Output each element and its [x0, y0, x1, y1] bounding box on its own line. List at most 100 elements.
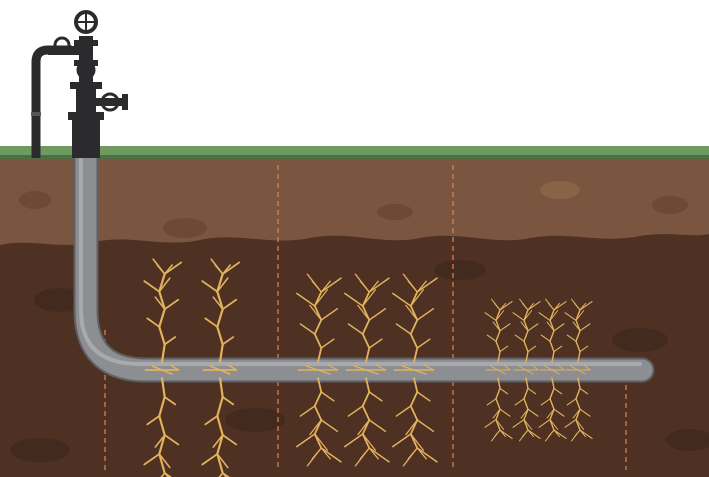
fracture-crack	[523, 340, 529, 353]
fracture-crack	[512, 419, 525, 428]
fracture-crack	[518, 365, 527, 371]
fracture-crack	[514, 334, 525, 342]
fracture-crack	[313, 391, 323, 407]
fracture-crack	[549, 330, 555, 342]
fracture-crack	[527, 429, 534, 438]
valve-wheel-icon	[53, 36, 71, 54]
fracture-crack	[551, 377, 555, 390]
fracture-crack	[527, 300, 541, 311]
fracture-crack	[320, 277, 342, 293]
fracture-crack	[493, 302, 501, 311]
fracture-crack	[368, 419, 387, 433]
fracture-crack	[416, 277, 438, 293]
fracture-crack	[575, 310, 585, 321]
fracture-crack	[549, 387, 555, 400]
fracture-crack	[361, 319, 371, 335]
fracture-crack	[416, 391, 431, 402]
fracture-crack	[521, 429, 529, 438]
fracture-crack	[216, 395, 224, 418]
fracture-crack	[317, 347, 323, 363]
fracture-crack	[525, 350, 529, 363]
fracture-crack	[365, 377, 371, 393]
fracture-crack	[221, 434, 238, 446]
fracture-crack	[553, 429, 560, 438]
fracture-crack	[579, 429, 586, 438]
fracture-crack	[493, 429, 501, 438]
fracture-crack	[579, 300, 593, 311]
fracture-crack	[368, 338, 383, 349]
fracture-crack	[486, 334, 497, 342]
wellhead-flange-mid	[70, 82, 102, 89]
fracture-crack	[575, 398, 581, 410]
fracture-crack	[392, 292, 412, 307]
fracture-crack	[495, 387, 501, 400]
fracture-crack	[299, 323, 316, 335]
fracture-crack	[227, 364, 238, 371]
fracture-crack	[409, 405, 419, 421]
pipe-highlight	[79, 158, 642, 366]
fracture-crack	[407, 280, 418, 293]
fracture-crack	[158, 290, 166, 311]
fracture-crack	[575, 340, 581, 353]
fracture-crack	[405, 419, 418, 436]
fracture-crack	[368, 391, 383, 402]
fracture-crack	[160, 376, 166, 399]
fracture-crack	[549, 418, 555, 431]
fracture-crack	[577, 369, 586, 375]
wellhead-arm-cap	[122, 94, 128, 110]
fracture-crack	[357, 304, 370, 321]
fracture-crack	[317, 369, 331, 375]
wellbore-pipe	[73, 137, 655, 383]
fracture-crack	[314, 433, 328, 451]
fracture-crack	[527, 302, 534, 311]
fracture-crack	[146, 317, 161, 328]
fracture-crack	[320, 419, 339, 433]
fracture-crack	[309, 304, 322, 321]
fracture-crack	[313, 405, 323, 421]
fracture-crack	[216, 290, 224, 311]
fracture-crack	[413, 377, 419, 393]
fracture-crack	[497, 369, 506, 375]
fracture-crack	[409, 333, 419, 349]
fracture-crack	[495, 310, 505, 321]
fracture-crack	[492, 408, 501, 419]
fracture-crack	[549, 408, 555, 421]
fracture-crack	[368, 447, 379, 460]
fracture-crack	[409, 319, 419, 335]
fracture-crack	[368, 277, 390, 293]
fracture-crack	[216, 308, 224, 328]
fracture-crack	[514, 398, 525, 406]
fracture-crack	[216, 272, 224, 293]
fracture-crack	[523, 419, 533, 430]
wellhead-flange-bottom	[68, 112, 104, 120]
fracture-crack	[344, 433, 364, 448]
fracture-crack	[577, 377, 581, 390]
fracture-crack	[204, 415, 219, 426]
fracture-crack	[564, 312, 577, 321]
fracture-crack	[416, 280, 427, 293]
fracture-crack	[553, 302, 560, 311]
fracture-crack	[566, 398, 577, 406]
fracture-crack	[313, 333, 323, 349]
fracture-crack	[320, 307, 339, 321]
fracture-crack	[499, 429, 506, 438]
fracture-crack	[160, 472, 166, 477]
fracture-crack	[520, 321, 529, 332]
fracture-crack	[204, 317, 219, 328]
fracture-crack	[218, 376, 224, 399]
fracture-crack	[158, 325, 166, 346]
fracture-crack	[523, 319, 529, 332]
fracture-crack	[311, 280, 322, 293]
fracture-crack	[546, 321, 555, 332]
fracture-crack	[158, 414, 166, 437]
fracture-crack	[523, 398, 529, 410]
fracture-crack	[158, 453, 171, 469]
fracture-crack	[347, 323, 364, 335]
fracture-crack	[495, 330, 501, 342]
fracture-crack	[365, 369, 379, 375]
fracture-crack	[163, 261, 183, 275]
fracture-crack	[423, 364, 435, 371]
fracture-crack	[497, 377, 501, 390]
fracture-crack	[553, 323, 565, 332]
